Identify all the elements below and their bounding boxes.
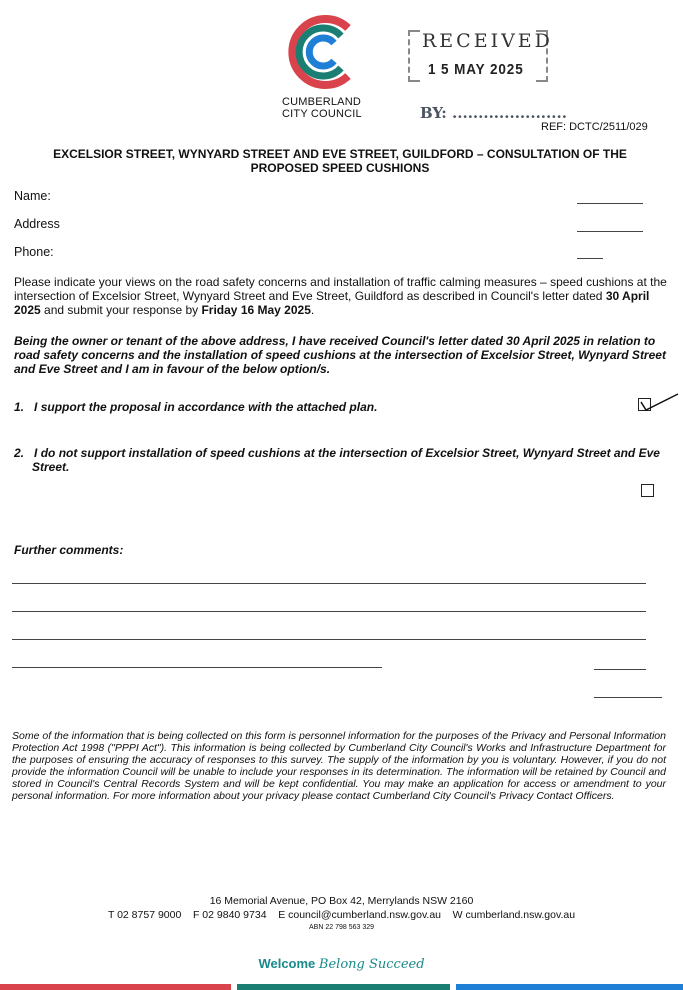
comment-line-2[interactable]	[12, 611, 646, 612]
option-1: 1. I support the proposal in accordance …	[14, 400, 378, 414]
declaration: Being the owner or tenant of the above a…	[14, 334, 666, 376]
footer-address: 16 Memorial Avenue, PO Box 42, Merryland…	[209, 895, 474, 907]
stamp-date: 1 5 MAY 2025	[428, 61, 524, 78]
comment-line-1[interactable]	[12, 583, 646, 584]
intro-paragraph: Please indicate your views on the road s…	[14, 275, 667, 317]
comment-line-4b[interactable]	[594, 669, 646, 670]
reference-number: REF: DCTC/2511/029	[541, 121, 648, 133]
privacy-notice: Some of the information that is being co…	[12, 730, 666, 802]
name-field[interactable]	[577, 203, 643, 204]
stamp-title: RECEIVED	[422, 30, 553, 52]
comment-line-4[interactable]	[12, 667, 382, 668]
received-stamp: RECEIVED 1 5 MAY 2025	[408, 30, 550, 82]
slogan: Welcome Belong Succeed	[258, 956, 425, 972]
phone-field[interactable]	[577, 258, 603, 259]
name-label: Name:	[14, 189, 51, 203]
comment-line-5[interactable]	[594, 697, 662, 698]
footer-contacts: T 02 8757 9000 F 02 9840 9734 E council@…	[107, 909, 576, 921]
address-field[interactable]	[577, 231, 643, 232]
footer-abn: ABN 22 798 563 329	[309, 924, 374, 931]
by-label: BY: ......................	[420, 104, 567, 122]
option-1-checkbox[interactable]	[638, 398, 651, 411]
checkmark-icon	[640, 393, 679, 411]
logo-line2: CITY COUNCIL	[282, 108, 362, 120]
option-2-checkbox[interactable]	[641, 484, 654, 497]
council-logo-icon	[288, 15, 351, 89]
footer-bar-red	[0, 984, 231, 990]
option-2: 2. I do not support installation of spee…	[14, 446, 660, 474]
phone-label: Phone:	[14, 245, 54, 259]
footer-bar-teal	[237, 984, 450, 990]
comment-line-3[interactable]	[12, 639, 646, 640]
footer-bar-blue	[456, 984, 683, 990]
comments-label: Further comments:	[14, 543, 124, 557]
document-title: EXCELSIOR STREET, WYNYARD STREET AND EVE…	[53, 147, 627, 175]
logo-line1: CUMBERLAND	[282, 96, 362, 108]
address-label: Address	[14, 217, 60, 231]
logo-text: CUMBERLAND CITY COUNCIL	[282, 96, 362, 120]
